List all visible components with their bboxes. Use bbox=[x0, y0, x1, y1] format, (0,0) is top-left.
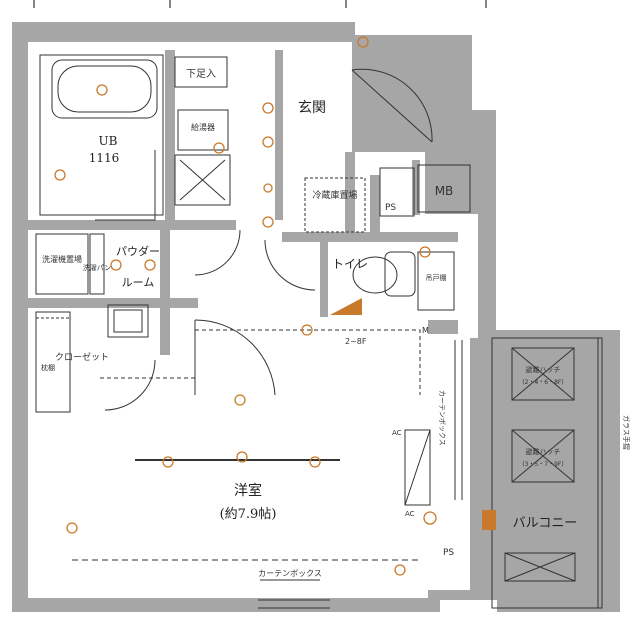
bath-label: UB bbox=[99, 134, 118, 148]
ps-top-label: PS bbox=[385, 203, 396, 213]
interior-walls bbox=[28, 50, 458, 355]
exterior-wall bbox=[12, 22, 620, 612]
toilet-label: トイレ bbox=[332, 257, 368, 271]
powder-label-2: ルーム bbox=[122, 276, 155, 289]
powder-label-1: パウダー bbox=[116, 244, 160, 258]
fixtures bbox=[35, 54, 603, 609]
water-heater-label: 給湯器 bbox=[191, 122, 215, 132]
western-room-label: 洋室 bbox=[234, 482, 262, 499]
glass-rail-label: ガラス手摺 bbox=[622, 415, 631, 450]
toilet-step bbox=[330, 298, 362, 315]
washer-label: 洗濯機置場 bbox=[42, 254, 82, 264]
shoe-box-label: 下足入 bbox=[186, 68, 216, 80]
curtain-box-bottom-label: カーテンボックス bbox=[258, 569, 322, 578]
balcony-label: バルコニー bbox=[513, 516, 578, 531]
outlet-markers bbox=[54, 36, 437, 576]
ps-bottom-label: PS bbox=[443, 548, 454, 558]
fridge-label: 冷蔵庫置場 bbox=[312, 189, 357, 201]
hatch-lower-floors: (3・5・7・9F) bbox=[522, 461, 563, 468]
entrance-label: 玄関 bbox=[298, 99, 326, 116]
ac-lower-label: AC bbox=[405, 510, 415, 518]
closet-shelf-label: 枕棚 bbox=[41, 363, 55, 372]
washer-pan-label: 洗濯パン bbox=[83, 263, 111, 272]
dimension-ticks bbox=[33, 0, 487, 8]
mb-label: MB bbox=[435, 184, 454, 198]
m-mark-label: M bbox=[422, 326, 429, 335]
toilet-cabinet-label: 吊戸棚 bbox=[426, 273, 447, 282]
ac-upper-label: AC bbox=[392, 429, 402, 437]
closet-label: クローゼット bbox=[55, 351, 109, 363]
hatch-upper-label: 避難ハッチ bbox=[526, 365, 561, 374]
hatch-lower-label: 避難ハッチ bbox=[526, 447, 561, 456]
western-room-area: (約7.9帖) bbox=[220, 507, 277, 522]
ceiling-height-label: 2~8F bbox=[345, 337, 367, 346]
balcony-outlet bbox=[482, 510, 496, 530]
curtain-box-vertical-label: カーテンボックス bbox=[438, 390, 446, 446]
hatch-upper-floors: (2・4・6・8F) bbox=[522, 379, 563, 386]
bath-size: 1116 bbox=[89, 151, 120, 165]
